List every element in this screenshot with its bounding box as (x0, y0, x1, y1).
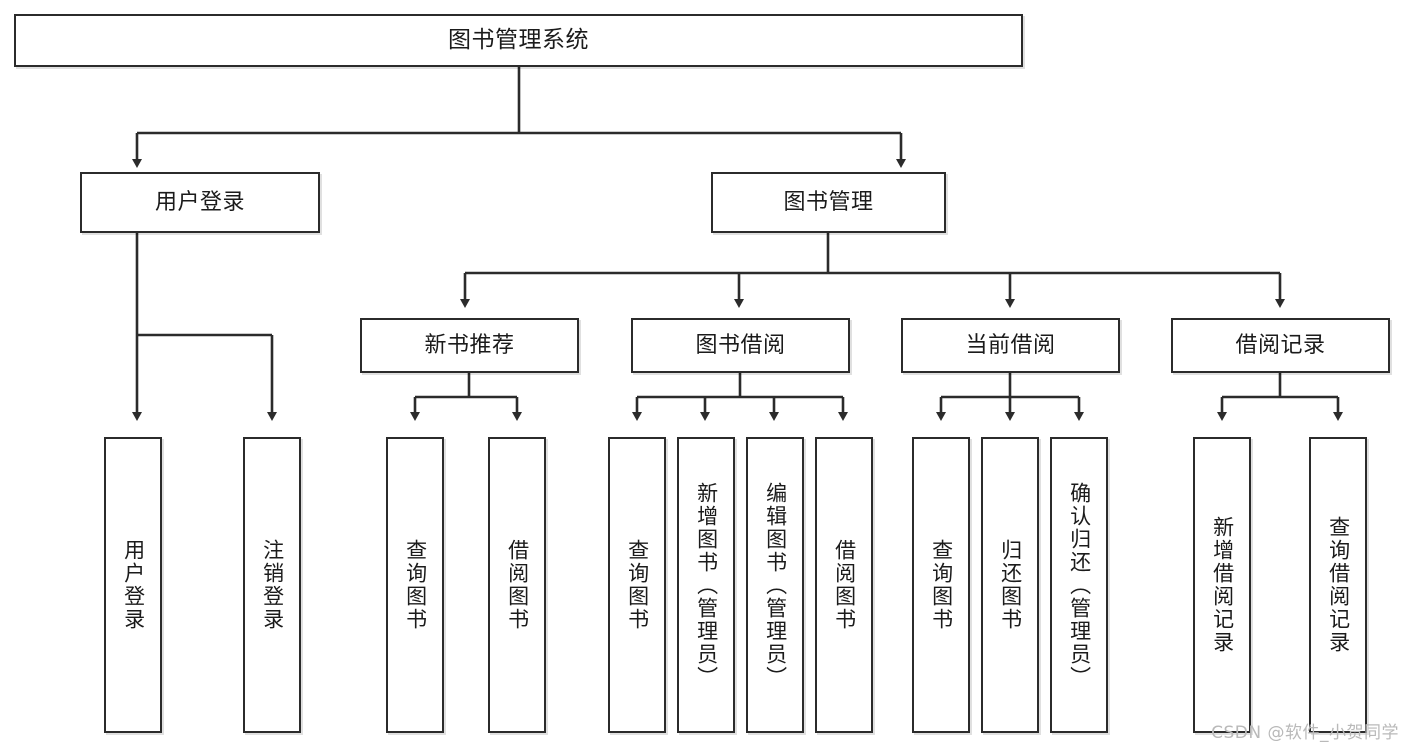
watermark-text: CSDN @软件_小贺同学 (1211, 723, 1399, 743)
leaf-book-borrow-edit-book-admin[interactable]: 编辑图书（管理员） (746, 437, 804, 733)
leaf-book-borrow-borrow-books[interactable]: 借阅图书 (815, 437, 873, 733)
node-label: 确认归还（管理员） (1067, 481, 1092, 689)
node-label: 图书管理 (783, 189, 874, 215)
node-label: 图书管理系统 (448, 26, 589, 53)
leaf-new-book-borrow-books[interactable]: 借阅图书 (488, 437, 546, 733)
node-label: 查询图书 (929, 539, 954, 631)
node-label: 图书借阅 (695, 332, 786, 358)
node-label: 新增图书（管理员） (694, 481, 719, 689)
node-label: 查询图书 (625, 539, 650, 631)
node-current-borrowing[interactable]: 当前借阅 (901, 318, 1120, 373)
node-borrow-records[interactable]: 借阅记录 (1171, 318, 1390, 373)
node-label: 当前借阅 (965, 332, 1056, 358)
leaf-borrow-record-add-record[interactable]: 新增借阅记录 (1193, 437, 1251, 733)
node-label: 借阅图书 (505, 539, 530, 631)
node-label: 借阅图书 (832, 539, 857, 631)
node-label: 归还图书 (998, 539, 1023, 631)
leaf-borrow-record-query-record[interactable]: 查询借阅记录 (1309, 437, 1367, 733)
leaf-current-borrow-query-books[interactable]: 查询图书 (912, 437, 970, 733)
leaf-user-login-login[interactable]: 用户登录 (104, 437, 162, 733)
leaf-book-borrow-add-book-admin[interactable]: 新增图书（管理员） (677, 437, 735, 733)
node-new-book-recommendation[interactable]: 新书推荐 (360, 318, 579, 373)
node-label: 用户登录 (121, 539, 146, 631)
leaf-user-login-logout[interactable]: 注销登录 (243, 437, 301, 733)
node-root-book-management-system[interactable]: 图书管理系统 (14, 14, 1023, 67)
node-label: 查询借阅记录 (1326, 516, 1351, 654)
leaf-current-borrow-return-books[interactable]: 归还图书 (981, 437, 1039, 733)
node-label: 注销登录 (260, 539, 285, 631)
node-label: 查询图书 (403, 539, 428, 631)
node-label: 用户登录 (154, 189, 245, 215)
node-user-login[interactable]: 用户登录 (80, 172, 320, 233)
leaf-book-borrow-query-books[interactable]: 查询图书 (608, 437, 666, 733)
node-label: 编辑图书（管理员） (763, 481, 788, 689)
leaf-current-borrow-confirm-return-admin[interactable]: 确认归还（管理员） (1050, 437, 1108, 733)
node-book-management[interactable]: 图书管理 (711, 172, 946, 233)
node-label: 新书推荐 (424, 332, 515, 358)
node-label: 借阅记录 (1235, 332, 1326, 358)
leaf-new-book-query-books[interactable]: 查询图书 (386, 437, 444, 733)
node-label: 新增借阅记录 (1210, 516, 1235, 654)
node-book-borrowing[interactable]: 图书借阅 (631, 318, 850, 373)
